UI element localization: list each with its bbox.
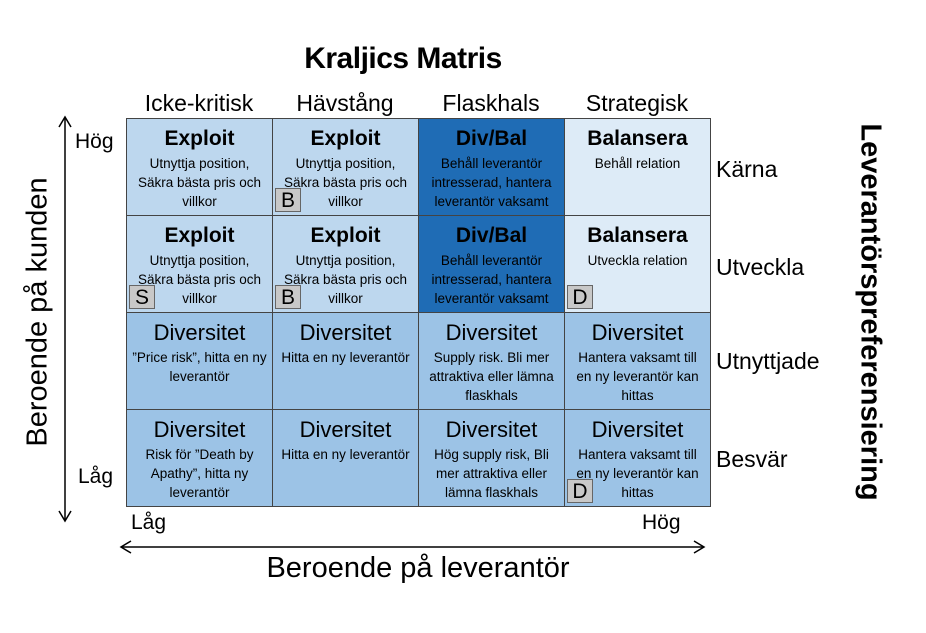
cell-description: Hantera vaksamt till en ny leverantör ka… bbox=[576, 350, 699, 403]
marker-badge: B bbox=[275, 188, 301, 212]
marker-badge: B bbox=[275, 285, 301, 309]
matrix-cell: Diversitet ”Price risk”, hitta en ny leve… bbox=[126, 312, 273, 410]
cell-title: Diversitet bbox=[445, 417, 538, 442]
x-axis-low-label: Låg bbox=[131, 511, 167, 534]
column-header: Strategisk bbox=[585, 90, 689, 116]
cell-description: Behåll relation bbox=[594, 156, 681, 171]
cell-description: Utnyttja position, Säkra bästa pris och … bbox=[137, 156, 262, 209]
marker-badge: S bbox=[129, 285, 155, 309]
cell-title: Balansera bbox=[587, 224, 688, 247]
y-axis-high-label: Hög bbox=[75, 130, 114, 153]
cell-description: Hantera vaksamt till en ny leverantör ka… bbox=[576, 447, 699, 500]
row-label: Kärna bbox=[716, 156, 778, 182]
diagram-title: Kraljics Matris bbox=[304, 42, 502, 75]
cell-title: Balansera bbox=[587, 127, 688, 150]
cell-title: Diversitet bbox=[591, 320, 684, 345]
cell-title: Exploit bbox=[164, 224, 235, 247]
row-label: Besvär bbox=[716, 446, 788, 472]
column-header: Icke-kritisk bbox=[144, 90, 254, 116]
cell-description: Supply risk. Bli mer attraktiva eller lä… bbox=[429, 350, 554, 403]
column-header: Flaskhals bbox=[442, 90, 540, 116]
row-label: Utveckla bbox=[716, 254, 805, 280]
cell-description: Risk för ”Death by Apathy”, hitta ny lev… bbox=[145, 447, 254, 500]
cell-title: Diversitet bbox=[445, 320, 538, 345]
cell-description: Utnyttja position, Säkra bästa pris och … bbox=[283, 253, 408, 306]
cell-description: Hitta en ny leverantör bbox=[281, 447, 410, 462]
cell-description: Hitta en ny leverantör bbox=[281, 350, 410, 365]
cell-description: ”Price risk”, hitta en ny leverantör bbox=[132, 350, 267, 384]
cell-title: Diversitet bbox=[153, 320, 246, 345]
cell-title: Diversitet bbox=[591, 417, 684, 442]
row-label: Utnyttjade bbox=[716, 348, 820, 374]
cell-title: Div/Bal bbox=[455, 224, 528, 247]
cell-title: Diversitet bbox=[299, 417, 392, 442]
x-axis-title: Beroende på leverantör bbox=[266, 552, 570, 584]
vertical-double-arrow bbox=[58, 115, 72, 523]
y-axis-title: Beroende på kunden bbox=[21, 177, 54, 447]
y-axis-low-label: Låg bbox=[78, 465, 114, 488]
marker-badge: D bbox=[567, 285, 593, 309]
cell-title: Exploit bbox=[310, 127, 381, 150]
horizontal-double-arrow bbox=[119, 540, 706, 554]
cell-description: Behåll leverantör intresserad, hantera l… bbox=[431, 156, 552, 209]
marker-badge: D bbox=[567, 479, 593, 503]
cell-title: Exploit bbox=[310, 224, 381, 247]
cell-description: Utnyttja position, Säkra bästa pris och … bbox=[137, 253, 262, 306]
column-header: Hävstång bbox=[296, 90, 394, 116]
x-axis-high-label: Hög bbox=[642, 511, 681, 534]
cell-title: Diversitet bbox=[153, 417, 246, 442]
cell-description: Hög supply risk, Bli mer attraktiva elle… bbox=[434, 447, 549, 500]
cell-description: Utnyttja position, Säkra bästa pris och … bbox=[283, 156, 408, 209]
cell-description: Utveckla relation bbox=[587, 253, 688, 268]
cell-description: Behåll leverantör intresserad, hantera l… bbox=[431, 253, 552, 306]
cell-title: Diversitet bbox=[299, 320, 392, 345]
cell-title: Exploit bbox=[164, 127, 235, 150]
cell-title: Div/Bal bbox=[455, 127, 528, 150]
right-axis-title: Leverantörspreferensiering bbox=[854, 123, 887, 501]
